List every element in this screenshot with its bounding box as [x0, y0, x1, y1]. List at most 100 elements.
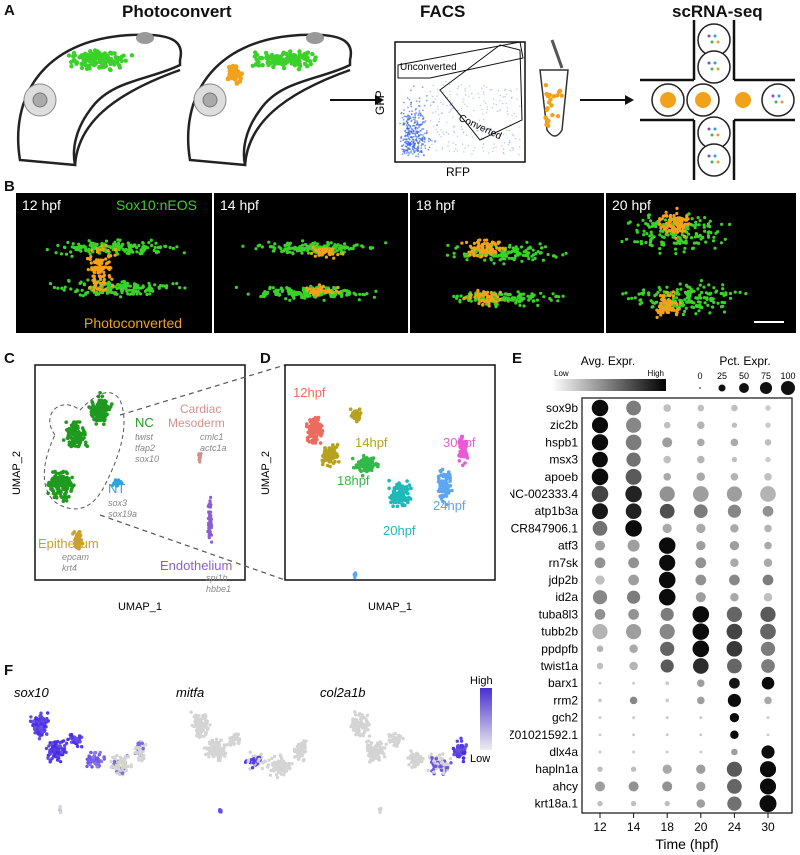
umap-cell-nc [96, 408, 100, 413]
photoconverted-cell [102, 274, 106, 278]
gfp-cell [149, 238, 153, 242]
gfp-cell [508, 293, 512, 297]
gfp-cell [291, 252, 295, 256]
dotplot-dot [626, 452, 641, 467]
feature-cell [197, 735, 202, 740]
gfp-cell [96, 292, 101, 296]
gfp-cell [653, 301, 657, 305]
umap-cell-20hpf [391, 497, 395, 501]
gfp-cell [454, 246, 458, 250]
gfp-cell [666, 233, 670, 237]
facs-event [434, 98, 436, 100]
umap-cell-nc [50, 487, 54, 491]
umap-cell-20hpf [395, 504, 400, 509]
gfp-cell [636, 223, 640, 227]
facs-event [421, 137, 424, 140]
feature-cell [253, 754, 257, 758]
feature-gene-col2a1b: col2a1b [320, 685, 366, 700]
facs-event [415, 147, 418, 150]
gfp-cell [649, 299, 653, 303]
pct-legend-label: 0 [697, 371, 702, 381]
dotplot-dot [764, 524, 772, 533]
facs-event [483, 93, 485, 95]
photoconverted-cell [493, 250, 497, 254]
feature-cell [140, 741, 144, 745]
facs-event [455, 148, 457, 150]
photoconverted-cell [311, 288, 316, 292]
gfp-cell [127, 288, 132, 292]
feature-gene-sox10: sox10 [14, 685, 49, 700]
nc-cell [88, 49, 93, 54]
feature-cell [70, 735, 75, 739]
feature-cell [118, 772, 122, 777]
umap-cell-endothelium [208, 499, 212, 503]
facs-event [433, 141, 436, 143]
facs-event [437, 114, 440, 116]
umap-cell-24hpf [353, 571, 357, 575]
photoconverted-cell [665, 304, 669, 308]
facs-event [462, 101, 464, 103]
nc-cell [69, 64, 74, 69]
gfp-cell [127, 246, 132, 250]
facs-event [457, 85, 460, 88]
dotplot-dot [592, 503, 608, 520]
gfp-cell [531, 294, 535, 299]
nc-cell [116, 56, 121, 62]
facs-event [457, 109, 459, 112]
umap-cell-18hpf [357, 463, 361, 467]
gfp-cell [301, 286, 306, 290]
gfp-cell [152, 248, 156, 253]
umap-cell-nc [54, 485, 59, 489]
dotplot-dot [692, 640, 710, 658]
umap-cell-12hpf [311, 426, 315, 431]
gfp-cell [260, 245, 264, 249]
facs-event [449, 93, 451, 96]
facs-event [399, 140, 402, 143]
gfp-cell [658, 288, 662, 292]
gfp-cell [642, 233, 646, 237]
cluster-label-endothelium: Endothelium [160, 558, 232, 573]
umap-cell-12hpf [315, 437, 319, 442]
sorted-cell [543, 83, 549, 88]
dotplot-frame [581, 397, 793, 814]
photoconverted-cell [667, 229, 671, 233]
pct-legend-dot [759, 381, 773, 395]
gfp-cell [536, 250, 540, 254]
gfp-cell [109, 246, 113, 250]
facs-event [460, 120, 462, 122]
facs-event [451, 102, 454, 104]
dotplot-dot [632, 750, 636, 754]
feature-cell [248, 767, 252, 771]
feature-cell [78, 740, 82, 744]
facs-event [406, 146, 408, 149]
facs-event [419, 115, 422, 117]
facs-event [414, 132, 416, 135]
umap-cell-nc [66, 479, 70, 484]
umap-cell-18hpf [354, 463, 359, 467]
facs-event [442, 103, 444, 106]
gfp-cell [131, 244, 135, 248]
gfp-cell [647, 215, 651, 220]
photoconverted-cell [656, 309, 661, 314]
umap-cell-14hpf [356, 411, 361, 415]
feature-cell [243, 760, 248, 764]
sorted-cell [544, 121, 550, 127]
umap-cell-endothelium [207, 530, 211, 534]
feature-cell [123, 755, 128, 759]
facs-event [519, 146, 521, 148]
facs-event [449, 103, 451, 106]
facs-event [425, 99, 428, 102]
gfp-cell [633, 296, 637, 300]
time-label-12hpf: 12hpf [293, 385, 326, 400]
dotplot-gene-label: dlx4a [549, 745, 578, 759]
gfp-cell [716, 301, 720, 305]
gfp-cell [698, 233, 702, 238]
panel-letter-a: A [4, 2, 15, 19]
pct-legend-dot [718, 384, 726, 392]
nc-cell [66, 53, 72, 58]
gfp-cell [287, 287, 291, 291]
stage-label-18hpf: 18 hpf [416, 197, 455, 213]
gfp-cell [301, 243, 305, 247]
dotplot-dot [628, 781, 639, 792]
facs-event [408, 138, 411, 141]
